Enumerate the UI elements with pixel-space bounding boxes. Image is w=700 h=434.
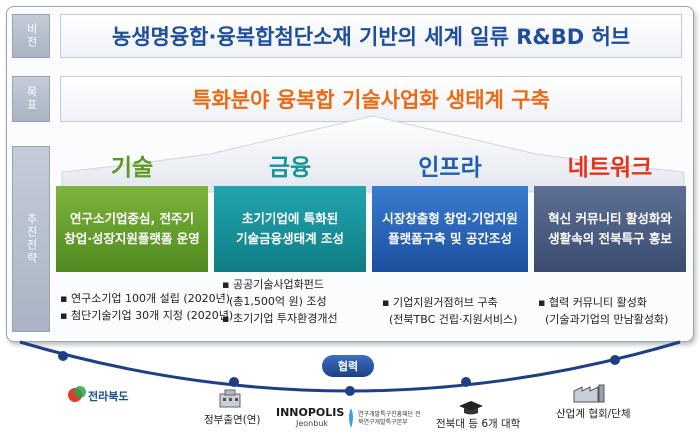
roof-shape <box>61 115 685 193</box>
side-label-vision: 비전 <box>12 14 50 58</box>
bullets-finance: ▪ 공공기술사업화펀드 (총1,500억 원) 조성 ▪ 초기기업 투자환경개선 <box>222 278 338 325</box>
bullets-network: ▪ 협력 커뮤니티 활성화 (기술과기업의 만남활성화) <box>538 296 669 326</box>
vision-band: 농생명융합·융복합첨단소재 기반의 세계 일류 R&BD 허브 <box>60 14 682 58</box>
column-title-tech: 기술 <box>110 155 154 181</box>
side-label-strategy: 추진전략 <box>12 146 50 332</box>
building-icon <box>219 389 241 408</box>
innopolis-logo: INNOPOLIS <box>276 406 345 419</box>
column-title-finance: 금융 <box>268 155 312 181</box>
jeonbuk-logo-icon <box>68 386 86 402</box>
factory-icon <box>573 384 605 403</box>
column-title-network: 네트워크 <box>567 155 653 181</box>
bullets-infra: ▪ 기업지원거점허브 구축 (전북TBC 건립·지원서비스) <box>382 296 518 326</box>
org-gov-institutes: 정부출연(연) <box>204 414 261 426</box>
vision-text: 농생명융합·융복합첨단소재 기반의 세계 일류 R&BD 허브 <box>111 25 631 49</box>
innopolis-sub: Jeonbuk <box>296 419 329 428</box>
goal-text: 특화분야 융복합 기술사업화 생태계 구축 <box>192 88 550 112</box>
innopolis-mark-icon <box>349 408 353 428</box>
column-title-infra: 인프라 <box>418 155 482 181</box>
org-industry: 산업계 협회/단체 <box>556 408 631 420</box>
org-universities: 전북대 등 6개 대학 <box>436 418 521 430</box>
graduation-cap-icon <box>459 401 483 415</box>
org-jeonbuk: 전라북도 <box>88 390 129 403</box>
bullets-tech: ▪ 연구소기업 100개 설립 (2020년) ▪ 첨단기술기업 30개 지정 … <box>60 292 234 322</box>
side-label-goal: 목표 <box>12 76 50 122</box>
innopolis-desc: 연구개발특구진흥재단 전북연구개발특구본부 <box>358 411 421 426</box>
goal-band: 특화분야 융복합 기술사업화 생태계 구축 <box>60 76 682 122</box>
cooperation-badge: 협력 <box>322 355 374 377</box>
cooperation-arc <box>19 340 681 396</box>
